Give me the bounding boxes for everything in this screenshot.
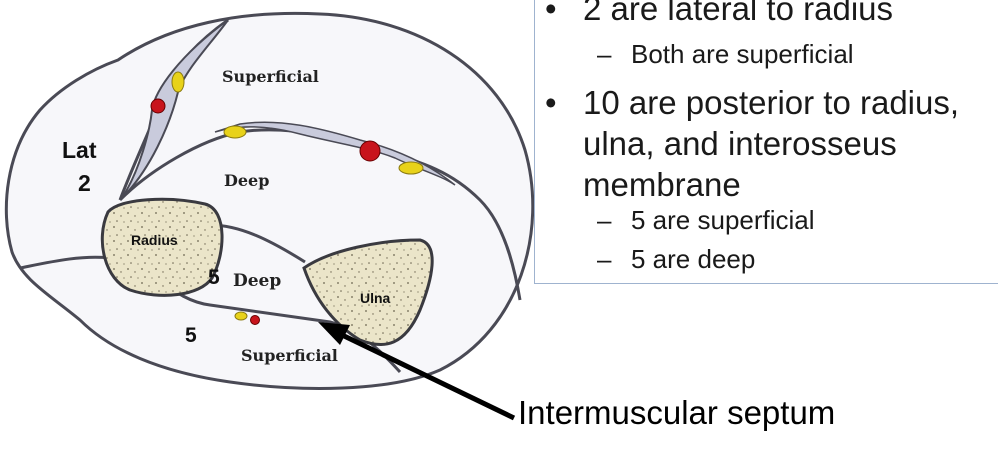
artery-icon bbox=[359, 140, 381, 162]
bullet-dot-icon: • bbox=[545, 0, 557, 27]
artery-icon bbox=[150, 98, 166, 114]
sub-bullet-2-text: 5 are superficial bbox=[631, 205, 815, 235]
septum-arrow-line bbox=[338, 331, 516, 421]
label-intermuscular-septum: Intermuscular septum bbox=[518, 394, 835, 431]
label-lat: Lat bbox=[62, 137, 97, 163]
label-lat-count: 2 bbox=[78, 170, 91, 196]
bullet-text-box: • 2 are lateral to radius – Both are sup… bbox=[534, 0, 998, 284]
dash-icon: – bbox=[597, 205, 612, 235]
label-superficial-bottom: Superficial bbox=[241, 346, 338, 365]
label-ulna: Ulna bbox=[360, 290, 391, 306]
bullet-item-2-line-1: 10 are posterior to radius, bbox=[583, 84, 960, 121]
label-radius: Radius bbox=[131, 232, 178, 248]
radius-bone bbox=[100, 197, 224, 297]
label-deep-top: Deep bbox=[224, 171, 269, 190]
bullet-item-2-line-2: ulna, and interosseus bbox=[583, 125, 897, 162]
nerve-icon bbox=[223, 125, 247, 139]
sub-bullet-1-text: Both are superficial bbox=[631, 39, 854, 69]
label-superficial-top: Superficial bbox=[222, 67, 319, 86]
bullet-dot-icon: • bbox=[545, 84, 557, 121]
septum-arrowhead bbox=[318, 322, 350, 345]
nerve-icon bbox=[398, 161, 424, 175]
label-deep-bottom: Deep bbox=[233, 271, 281, 291]
label-superficial-count: 5 bbox=[185, 324, 197, 347]
nerve-icon bbox=[171, 71, 185, 93]
artery-icon bbox=[250, 315, 260, 325]
fascia-band-upper bbox=[214, 121, 456, 186]
dash-icon: – bbox=[597, 244, 612, 274]
bullet-item-1-text: 2 are lateral to radius bbox=[583, 0, 894, 27]
nerve-icon bbox=[234, 311, 248, 321]
dash-icon: – bbox=[597, 39, 612, 69]
sub-bullet-3-text: 5 are deep bbox=[631, 244, 756, 274]
label-deep-count: 5 bbox=[208, 266, 220, 289]
bullet-item-2-line-3: membrane bbox=[583, 166, 741, 203]
